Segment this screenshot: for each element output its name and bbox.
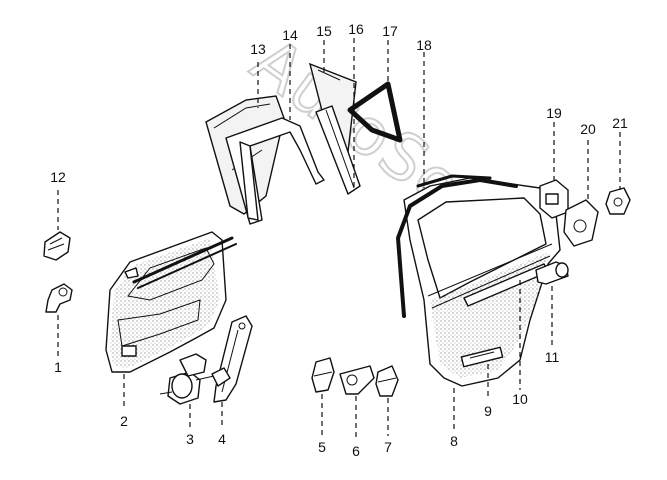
callout-10: 10 [512, 391, 528, 407]
part-2-trim-panel [105, 231, 237, 373]
callout-1: 1 [54, 359, 62, 375]
callout-21: 21 [612, 115, 628, 131]
callout-14: 14 [282, 27, 298, 43]
callout-4: 4 [218, 431, 226, 447]
part-21-striker [605, 187, 631, 215]
part-9-door-handle [460, 346, 504, 368]
part-12-clip [43, 231, 71, 261]
callout-19: 19 [546, 105, 562, 121]
callout-11: 11 [545, 349, 560, 365]
part-20-door-lock [563, 199, 599, 247]
part-5-hinge [311, 357, 335, 393]
leader-lines [57, 38, 621, 440]
part-16-division-bar [315, 105, 361, 195]
callout-3: 3 [186, 431, 194, 447]
callout-5: 5 [318, 439, 326, 455]
part-6-check-strap [339, 365, 375, 395]
callout-12: 12 [50, 169, 66, 185]
part-17-quarter-seal [347, 81, 403, 143]
callout-20: 20 [580, 121, 596, 137]
part-19-lock-actuator [539, 179, 569, 219]
callout-16: 16 [348, 21, 364, 37]
callout-13: 13 [250, 41, 266, 57]
callout-9: 9 [484, 403, 492, 419]
part-4-window-regulator [211, 315, 253, 403]
part-11-lock-cylinder [535, 261, 569, 285]
callout-7: 7 [384, 439, 392, 455]
part-7-hinge [375, 365, 399, 397]
callout-labels: 1 2 3 4 5 6 7 8 9 10 11 12 13 14 15 16 1… [50, 21, 628, 459]
callout-2: 2 [120, 413, 128, 429]
callout-15: 15 [316, 23, 332, 39]
callout-17: 17 [382, 23, 398, 39]
callout-18: 18 [416, 37, 432, 53]
callout-6: 6 [352, 443, 360, 459]
callout-8: 8 [450, 433, 458, 449]
part-18-door-weatherstrip [396, 174, 518, 318]
part-1-fastener [45, 283, 73, 313]
part-14-glass-run-channel [225, 117, 325, 225]
part-3-window-motor [159, 353, 215, 405]
